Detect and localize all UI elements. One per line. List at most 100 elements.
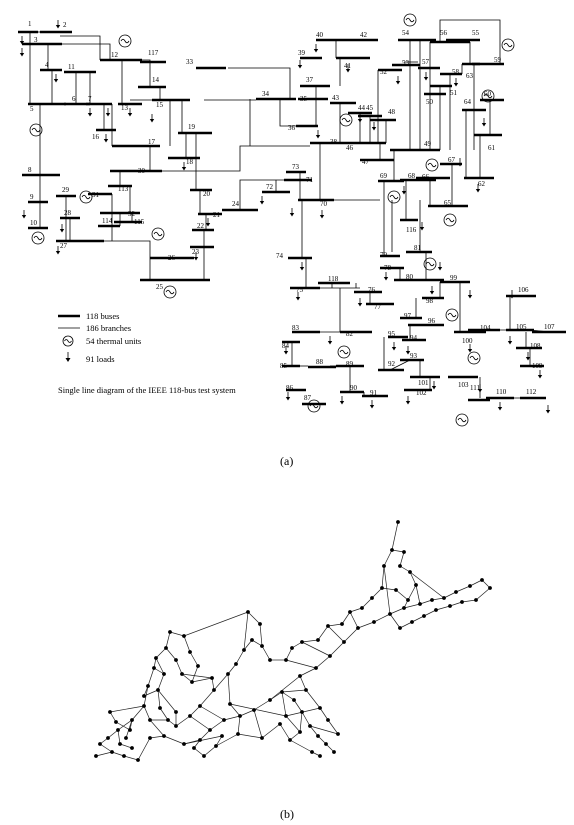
bus-label: 35	[300, 95, 308, 103]
bus-label: 118	[328, 275, 339, 283]
generator-icon	[29, 123, 43, 137]
graph-node	[460, 600, 464, 604]
load-arrow-icon	[299, 262, 305, 271]
graph-node	[414, 583, 418, 587]
graph-edge	[237, 733, 263, 739]
branch-line	[150, 145, 310, 172]
graph-edge	[95, 751, 113, 757]
bus-label: 58	[452, 68, 460, 76]
graph-node	[316, 638, 320, 642]
load-arrow-icon	[53, 74, 59, 83]
graph-edge	[373, 613, 391, 623]
load-arrow-icon	[405, 396, 411, 405]
graph-edge	[299, 711, 303, 733]
bus-label: 107	[544, 323, 555, 331]
graph-edge	[349, 611, 359, 629]
graph-node	[304, 688, 308, 692]
graph-edge	[181, 673, 213, 679]
bus-label: 86	[286, 384, 294, 392]
graph-edge	[165, 647, 177, 661]
graph-edge	[123, 755, 139, 761]
graph-edge	[175, 659, 183, 675]
graph-node	[402, 550, 406, 554]
generator-symbols	[29, 13, 515, 427]
graph-edge	[157, 673, 165, 691]
graph-edge	[309, 725, 339, 735]
bus-label: 11	[68, 63, 75, 71]
graph-edge	[419, 599, 433, 605]
graph-edge	[285, 647, 293, 661]
graph-node	[326, 718, 330, 722]
bus-label: 36	[288, 124, 296, 132]
graph-edge	[431, 597, 445, 601]
graph-edge	[435, 605, 451, 611]
graph-edge	[305, 689, 321, 709]
bus-label: 95	[388, 330, 396, 338]
bus-label: 99	[450, 274, 458, 282]
graph-edge	[149, 719, 165, 737]
graph-node	[474, 598, 478, 602]
bus-label: 29	[62, 186, 70, 194]
graph-node	[188, 714, 192, 718]
graph-node	[174, 658, 178, 662]
generator-icon	[443, 213, 457, 227]
graph-node	[360, 606, 364, 610]
graph-edge	[361, 597, 373, 609]
bus-label: 111	[470, 384, 480, 392]
bus-label: 25	[156, 283, 164, 291]
graph-edge	[191, 665, 199, 683]
graph-edge	[137, 737, 151, 761]
bus-label: 45	[366, 104, 374, 112]
graph-node	[136, 758, 140, 762]
graph-edge	[169, 631, 185, 637]
bus-label: 94	[410, 334, 418, 342]
graph-node	[156, 688, 160, 692]
load-arrow-icon	[289, 208, 295, 217]
bus-label: 88	[316, 358, 324, 366]
graph-node	[342, 640, 346, 644]
bus-label: 17	[148, 138, 156, 146]
branch-line	[60, 43, 111, 60]
bus-label: 116	[406, 226, 417, 234]
generator-icon	[307, 399, 321, 413]
bus-label: 5	[30, 105, 34, 113]
graph-node	[188, 650, 192, 654]
branch-line	[389, 359, 411, 371]
graph-edge	[155, 647, 167, 659]
bus-label: 84	[282, 342, 290, 350]
bus-label: 74	[276, 252, 284, 260]
load-arrow-icon	[103, 134, 109, 143]
bus-label: 2	[63, 21, 67, 29]
load-arrow-icon	[453, 78, 459, 87]
graph-edge	[211, 677, 215, 691]
load-arrow-icon	[357, 114, 363, 123]
caption-b: (b)	[280, 807, 294, 821]
graph-node	[336, 732, 340, 736]
graph-node	[398, 564, 402, 568]
bus-label: 50	[426, 98, 434, 106]
bus-label: 108	[530, 342, 541, 350]
graph-node	[94, 754, 98, 758]
load-arrow-icon	[401, 186, 407, 195]
graph-node	[220, 734, 224, 738]
graph-node	[166, 718, 170, 722]
bus-label: 16	[92, 133, 100, 141]
bus-label: 106	[518, 286, 529, 294]
graph-edge	[157, 689, 177, 713]
generator-icon	[79, 190, 93, 204]
graph-edge	[229, 703, 241, 717]
bus-label: 110	[496, 388, 507, 396]
bus-label: 115	[134, 218, 145, 226]
graph-node	[236, 732, 240, 736]
graph-edge	[317, 625, 329, 641]
graph-edge	[423, 609, 437, 617]
bus-label: 65	[444, 199, 452, 207]
graph-node	[174, 710, 178, 714]
bus-label: 66	[422, 173, 430, 181]
graph-node	[174, 724, 178, 728]
graph-node	[114, 720, 118, 724]
graph-edge	[213, 673, 229, 691]
graph-edges	[95, 521, 491, 761]
graph-edge	[399, 621, 413, 629]
load-arrow-icon	[467, 290, 473, 299]
